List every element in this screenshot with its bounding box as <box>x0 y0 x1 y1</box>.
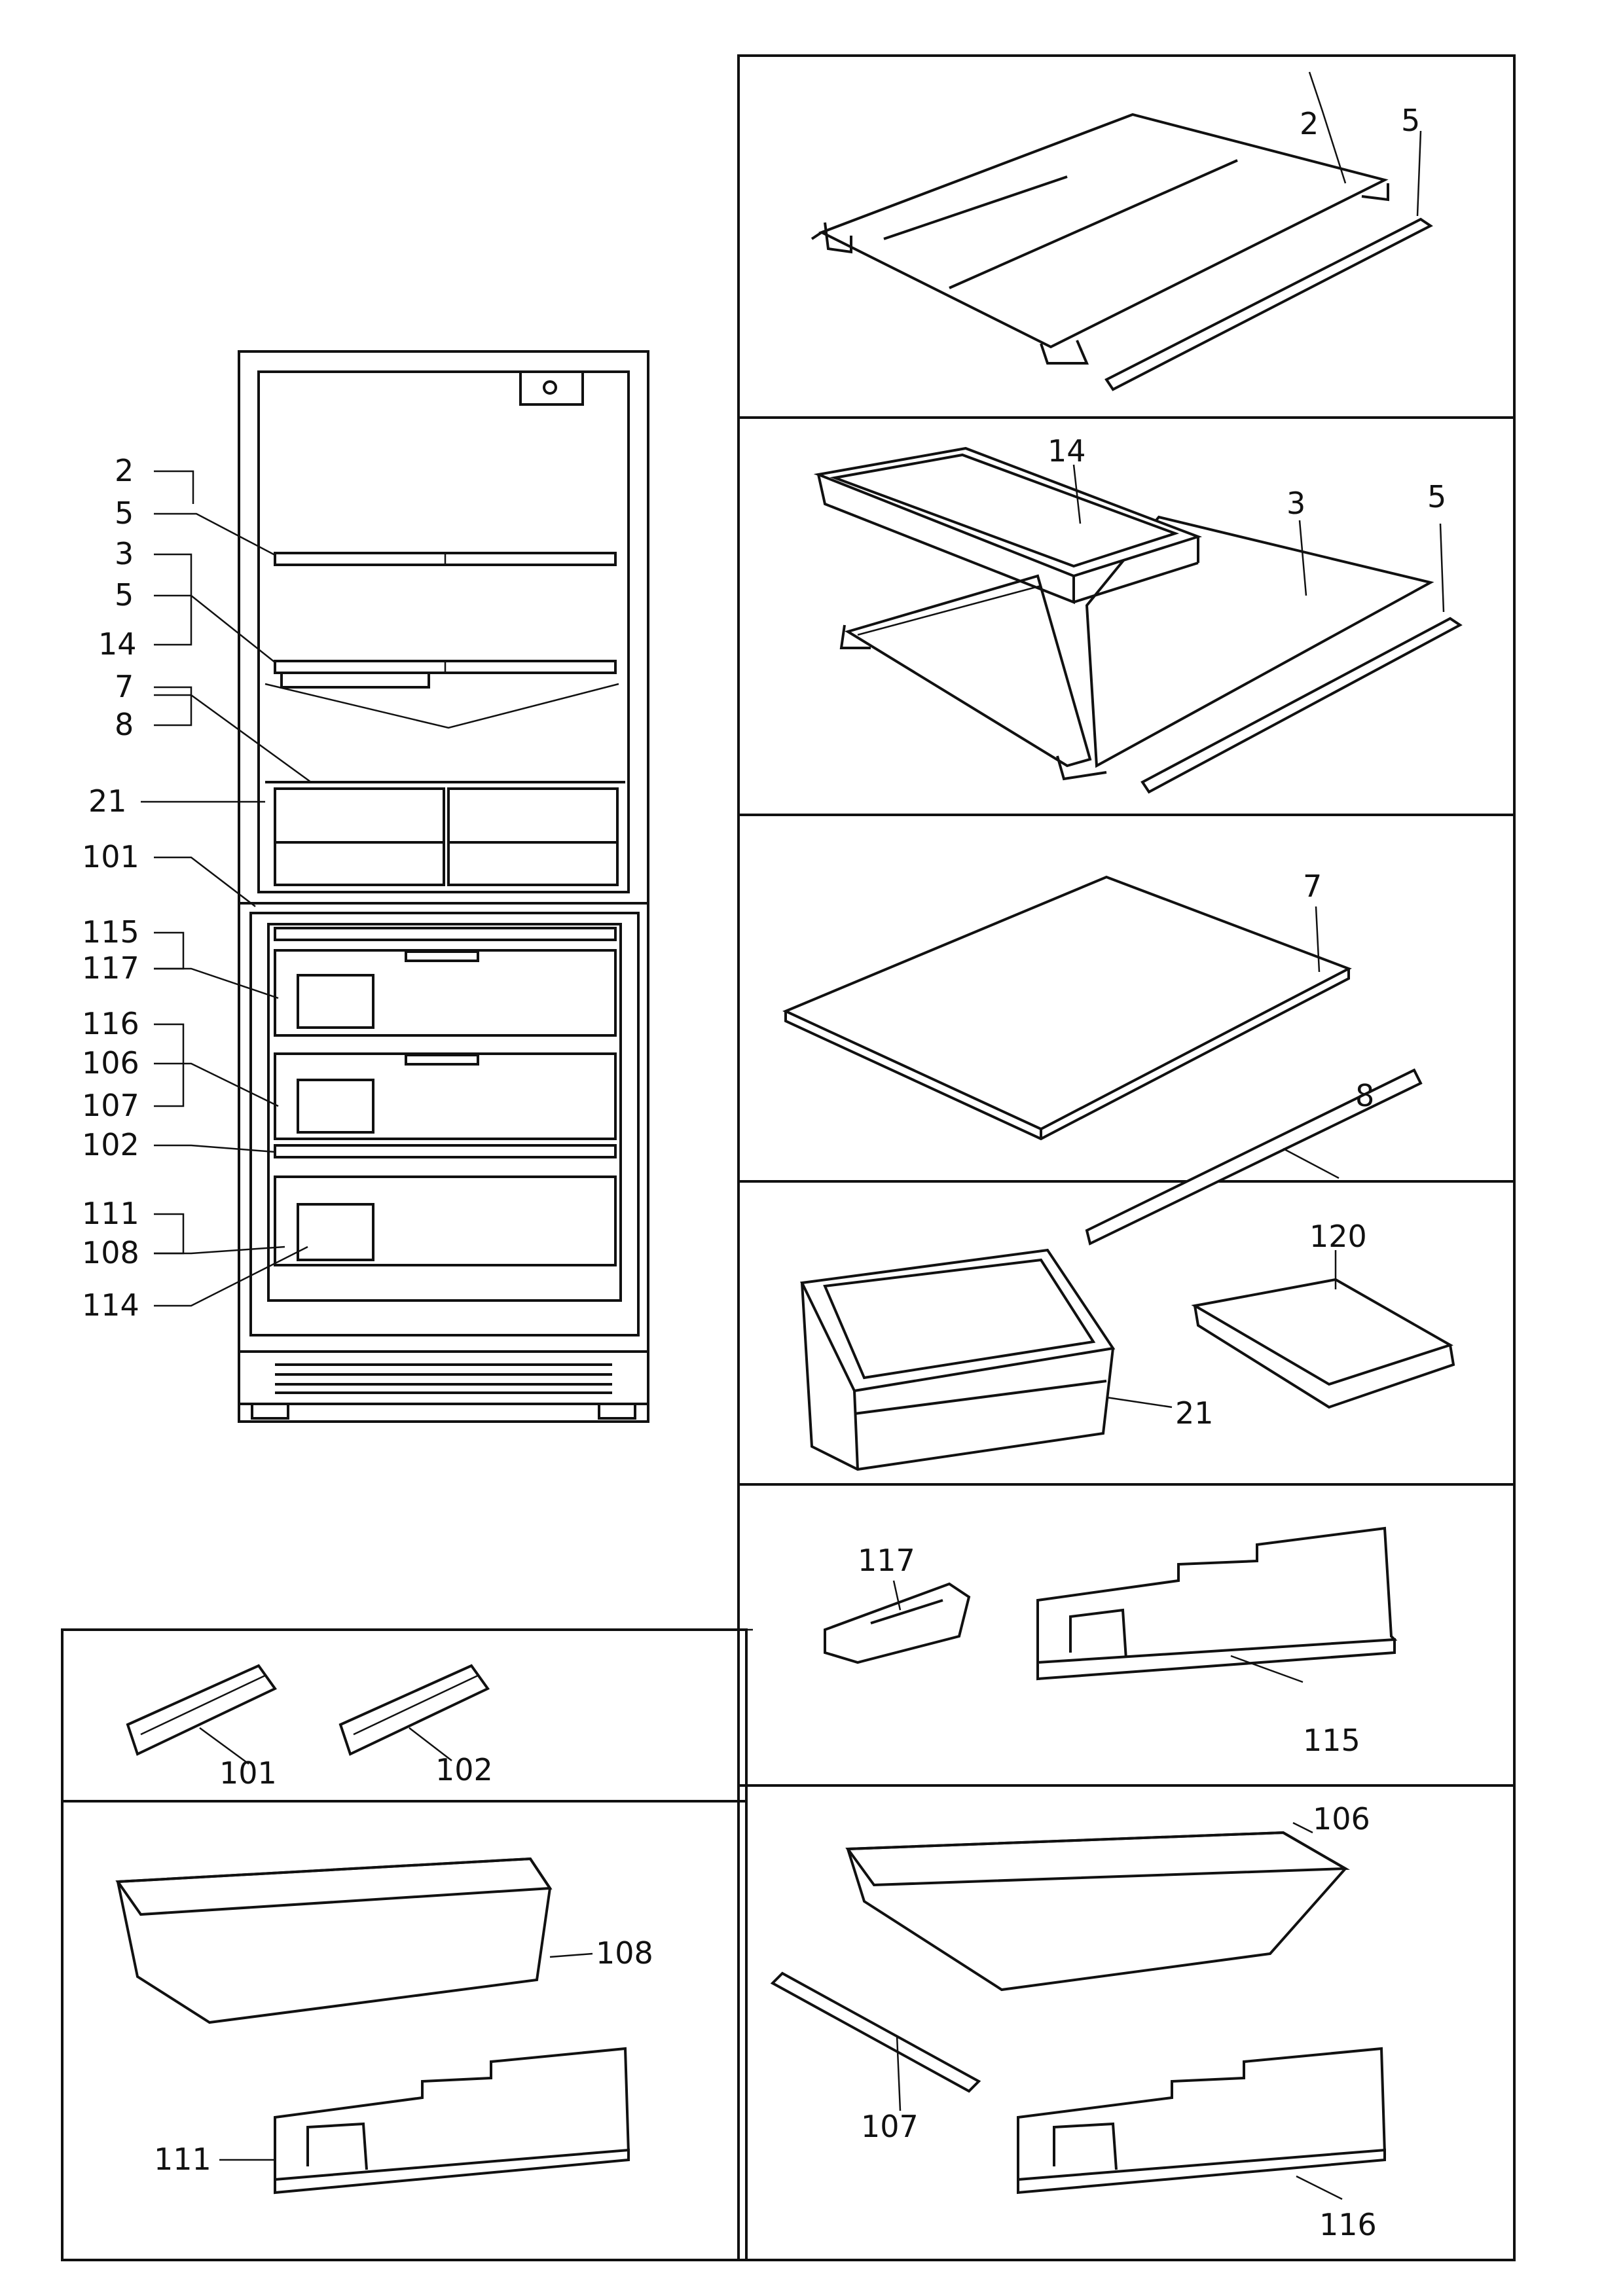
callout-5: 5 <box>115 577 134 613</box>
callout-101: 101 <box>219 1755 277 1791</box>
left-bottom-frame <box>61 1628 748 2261</box>
wire-basket <box>846 1831 1348 1992</box>
callout-21: 21 <box>1175 1395 1214 1431</box>
cabinet-callouts: 2 5 3 5 14 7 8 21 101 115 117 116 106 10… <box>82 453 139 1323</box>
refrigerator-cabinet <box>238 350 649 1423</box>
callout-108: 108 <box>596 1935 653 1971</box>
callout-2: 2 <box>1300 106 1319 141</box>
panel-glass-shelf: 7 8 <box>782 869 1423 1246</box>
callout-114: 114 <box>82 1287 139 1323</box>
callout-117: 117 <box>858 1543 915 1578</box>
panel-crisper: 21 120 <box>799 1219 1455 1471</box>
callout-102: 102 <box>82 1127 139 1162</box>
callout-107: 107 <box>861 2109 919 2144</box>
panel-basket-left: 108 111 <box>115 1857 653 2195</box>
callout-120: 120 <box>1309 1219 1367 1254</box>
callout-107: 107 <box>82 1088 139 1123</box>
callout-117: 117 <box>82 950 139 986</box>
callout-115: 115 <box>82 914 139 950</box>
panel-cover: 117 115 <box>824 1526 1398 1758</box>
callout-8: 8 <box>1355 1078 1374 1113</box>
right-column-frame <box>737 54 1516 2261</box>
drip-tray <box>813 446 1203 578</box>
callout-115: 115 <box>1303 1723 1360 1758</box>
panel-shelf-tray: 14 3 5 <box>813 433 1463 794</box>
wire-basket <box>116 1857 552 2024</box>
shelf-frame <box>845 574 1092 768</box>
callout-21: 21 <box>88 783 127 819</box>
cabinet-leaders <box>141 470 312 1307</box>
callout-106: 106 <box>1313 1801 1370 1837</box>
callout-7: 7 <box>1303 869 1322 904</box>
callout-102: 102 <box>435 1752 493 1787</box>
panel-basket-right: 106 107 116 <box>770 1801 1387 2242</box>
callout-3: 3 <box>115 536 134 571</box>
ice-tray <box>1191 1278 1453 1386</box>
panel-rails: 101 102 <box>126 1628 753 1791</box>
callout-116: 116 <box>1319 2207 1377 2242</box>
shelf-trim-strip <box>1104 217 1433 391</box>
callout-106: 106 <box>82 1045 139 1081</box>
wire-shelf <box>818 113 1389 349</box>
callout-14: 14 <box>1048 433 1086 469</box>
callout-101: 101 <box>82 839 139 874</box>
rail-101 <box>126 1664 278 1756</box>
callout-5: 5 <box>115 495 134 531</box>
callout-14: 14 <box>98 626 137 662</box>
panel-wire-shelf: 2 5 <box>811 71 1433 391</box>
divider-bar <box>770 1971 981 2093</box>
callout-116: 116 <box>82 1006 139 1041</box>
callout-111: 111 <box>154 2142 211 2177</box>
shelf-trim-strip <box>1140 617 1463 794</box>
callout-3: 3 <box>1286 486 1305 521</box>
callout-7: 7 <box>115 669 134 704</box>
rail-102 <box>338 1664 490 1756</box>
callout-108: 108 <box>82 1235 139 1270</box>
callout-111: 111 <box>82 1196 139 1231</box>
shelf-trim-strip <box>1085 1068 1423 1246</box>
panel-frames <box>61 54 1516 2261</box>
callout-5: 5 <box>1427 479 1446 514</box>
callout-5: 5 <box>1401 103 1420 138</box>
glass-shelf <box>782 875 1352 1131</box>
callout-8: 8 <box>115 707 134 742</box>
callout-2: 2 <box>115 453 134 488</box>
